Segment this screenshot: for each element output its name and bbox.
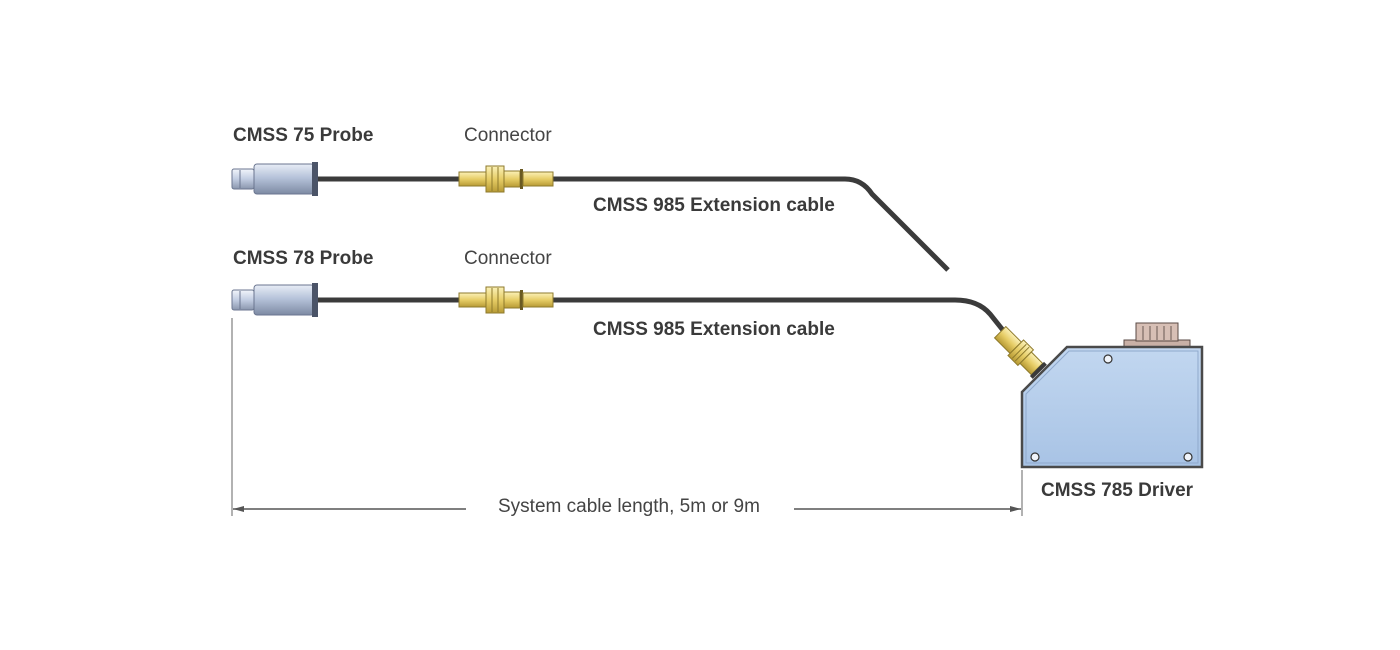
driver-box-icon — [1020, 322, 1204, 469]
dimension-line — [231, 318, 1023, 516]
probe-75-label: CMSS 75 Probe — [233, 125, 374, 146]
connector-bottom-icon — [458, 286, 554, 314]
connector-top-label: Connector — [464, 125, 552, 146]
cable-bottom — [318, 297, 1008, 336]
driver-label: CMSS 785 Driver — [1041, 480, 1194, 501]
extension-cable-top-label: CMSS 985 Extension cable — [593, 195, 835, 216]
connector-top-icon — [458, 165, 554, 193]
probe-75-icon — [231, 162, 318, 196]
connector-bottom-label: Connector — [464, 248, 552, 269]
cable-top — [318, 176, 950, 272]
driver-connector-icon — [993, 325, 1047, 379]
cable-length-label: System cable length, 5m or 9m — [498, 496, 760, 517]
probe-78-icon — [231, 283, 318, 317]
extension-cable-bottom-label: CMSS 985 Extension cable — [593, 319, 835, 340]
probe-78-label: CMSS 78 Probe — [233, 248, 374, 269]
